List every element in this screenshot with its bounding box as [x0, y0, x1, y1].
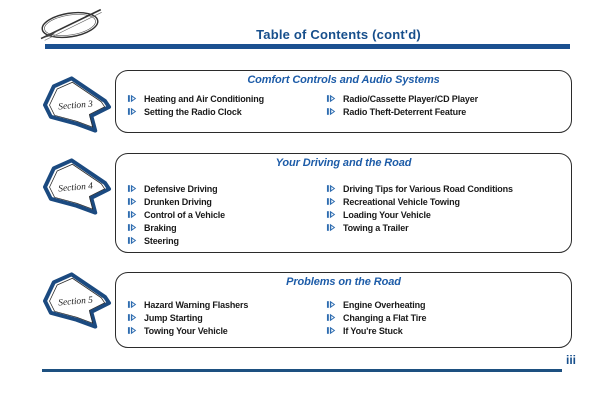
arrow-bullet-icon [127, 236, 137, 245]
arrow-bullet-icon [127, 223, 137, 232]
toc-item-label: Braking [144, 222, 177, 233]
toc-item: Steering [127, 234, 317, 247]
arrow-bullet-icon [326, 326, 336, 335]
toc-item: Towing a Trailer [326, 221, 571, 234]
toc-item: Defensive Driving [127, 182, 317, 195]
section-4-arrow-badge: Section 4 [43, 158, 112, 215]
section-3-arrow-badge: Section 3 [43, 76, 112, 133]
toc-item-label: If You're Stuck [343, 325, 403, 336]
toc-item-label: Loading Your Vehicle [343, 209, 431, 220]
oldsmobile-logo-icon [40, 8, 102, 41]
toc-item: Changing a Flat Tire [326, 311, 571, 324]
arrow-bullet-icon [326, 210, 336, 219]
toc-item: Recreational Vehicle Towing [326, 195, 571, 208]
toc-item: Hazard Warning Flashers [127, 298, 317, 311]
arrow-bullet-icon [326, 197, 336, 206]
toc-item-label: Defensive Driving [144, 183, 218, 194]
footer-rule [42, 369, 562, 372]
toc-item-label: Heating and Air Conditioning [144, 93, 264, 104]
arrow-bullet-icon [127, 184, 137, 193]
toc-item: Engine Overheating [326, 298, 571, 311]
arrow-bullet-icon [127, 94, 137, 103]
toc-item-label: Setting the Radio Clock [144, 106, 242, 117]
toc-item-label: Radio/Cassette Player/CD Player [343, 93, 478, 104]
toc-item: Control of a Vehicle [127, 208, 317, 221]
section-5-box: Problems on the Road Hazard Warning Flas… [115, 272, 572, 348]
toc-item-label: Drunken Driving [144, 196, 212, 207]
section-4-column-right: Driving Tips for Various Road Conditions… [326, 182, 571, 234]
section-4-badge-label: Section 4 [58, 181, 94, 194]
toc-item-label: Towing a Trailer [343, 222, 409, 233]
toc-item: If You're Stuck [326, 324, 571, 337]
section-5-arrow-badge: Section 5 [43, 272, 112, 329]
section-3-heading: Comfort Controls and Audio Systems [247, 74, 440, 86]
toc-item: Heating and Air Conditioning [127, 92, 317, 105]
toc-item: Towing Your Vehicle [127, 324, 317, 337]
toc-item-label: Radio Theft-Deterrent Feature [343, 106, 467, 117]
page-title: Table of Contents (cont'd) [256, 27, 421, 42]
arrow-bullet-icon [326, 223, 336, 232]
section-4-heading: Your Driving and the Road [275, 157, 412, 169]
arrow-bullet-icon [127, 313, 137, 322]
page-number: iii [566, 353, 577, 367]
section-5-badge-label: Section 5 [58, 295, 94, 308]
section-5-heading: Problems on the Road [286, 276, 401, 288]
toc-item: Jump Starting [127, 311, 317, 324]
arrow-bullet-icon [127, 107, 137, 116]
toc-item-label: Hazard Warning Flashers [144, 299, 249, 310]
section-3-box: Comfort Controls and Audio Systems Heati… [115, 70, 572, 133]
toc-item-label: Control of a Vehicle [144, 209, 226, 220]
arrow-bullet-icon [326, 94, 336, 103]
toc-item: Braking [127, 221, 317, 234]
toc-item-label: Steering [144, 235, 179, 246]
toc-item-label: Towing Your Vehicle [144, 325, 228, 336]
toc-item: Driving Tips for Various Road Conditions [326, 182, 571, 195]
arrow-bullet-icon [326, 313, 336, 322]
toc-item-label: Jump Starting [144, 312, 203, 323]
toc-item: Loading Your Vehicle [326, 208, 571, 221]
arrow-bullet-icon [127, 300, 137, 309]
toc-item-label: Changing a Flat Tire [343, 312, 427, 323]
toc-item: Setting the Radio Clock [127, 105, 317, 118]
arrow-bullet-icon [326, 184, 336, 193]
toc-item-label: Engine Overheating [343, 299, 426, 310]
toc-item: Drunken Driving [127, 195, 317, 208]
section-4-box: Your Driving and the Road Defensive Driv… [115, 153, 572, 253]
toc-item-label: Recreational Vehicle Towing [343, 196, 460, 207]
toc-item: Radio Theft-Deterrent Feature [326, 105, 571, 118]
arrow-bullet-icon [127, 326, 137, 335]
section-3-badge-label: Section 3 [58, 99, 94, 112]
header-rule [45, 44, 570, 49]
arrow-bullet-icon [326, 300, 336, 309]
toc-item: Radio/Cassette Player/CD Player [326, 92, 571, 105]
arrow-bullet-icon [127, 197, 137, 206]
arrow-bullet-icon [326, 107, 336, 116]
arrow-bullet-icon [127, 210, 137, 219]
toc-item-label: Driving Tips for Various Road Conditions [343, 183, 513, 194]
